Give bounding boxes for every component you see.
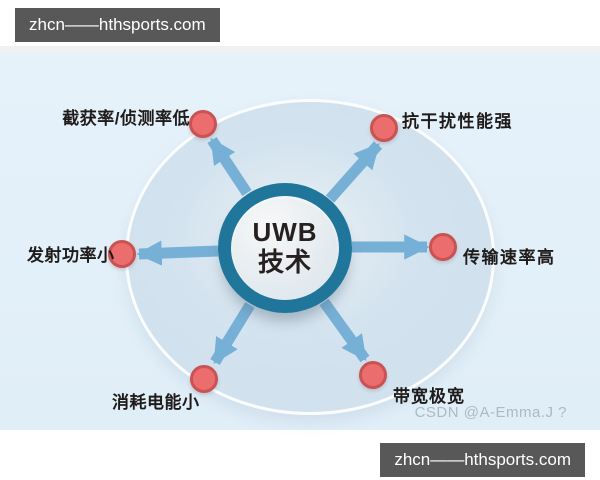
watermark-bar-bottom: zhcn——hthsports.com <box>380 443 585 477</box>
center-ring: UWB 技术 <box>218 183 352 313</box>
diagram-canvas: UWB 技术 截获率/侦测率低 抗干扰性能强 发射功率小 传输速率高 消耗电能小… <box>0 46 600 430</box>
center-label-line1: UWB <box>252 217 318 248</box>
arrow-top-right <box>325 141 383 203</box>
node-label-bottom-right: 带宽极宽 <box>393 387 465 406</box>
watermark-bottom-text: zhcn——hthsports.com <box>394 450 571 469</box>
radial-arrows <box>136 136 430 365</box>
node-dot-left <box>108 240 136 268</box>
node-dot-top-left <box>189 110 217 138</box>
center-label-line2: 技术 <box>257 247 312 277</box>
node-label-bottom-left: 消耗电能小 <box>112 393 200 412</box>
node-label-left: 发射功率小 <box>27 246 115 265</box>
arrow-bottom-left <box>210 302 255 365</box>
node-dot-right <box>429 233 457 261</box>
arrow-top-left <box>207 136 252 197</box>
csdn-watermark: CSDN @A-Emma.J ? <box>414 404 567 421</box>
watermark-top-text: zhcn——hthsports.com <box>29 15 206 34</box>
center-label: UWB 技术 <box>252 217 318 278</box>
arrow-bottom-right <box>319 298 370 363</box>
node-label-top-right: 抗干扰性能强 <box>402 112 513 131</box>
node-label-right: 传输速率高 <box>463 248 556 267</box>
arrow-left <box>136 240 219 266</box>
watermark-bar-top: zhcn——hthsports.com <box>15 8 220 42</box>
node-dot-bottom-left <box>190 365 218 393</box>
node-dot-bottom-right <box>359 361 387 389</box>
node-dot-top-right <box>370 114 398 142</box>
node-label-top-left: 截获率/侦测率低 <box>62 109 190 128</box>
